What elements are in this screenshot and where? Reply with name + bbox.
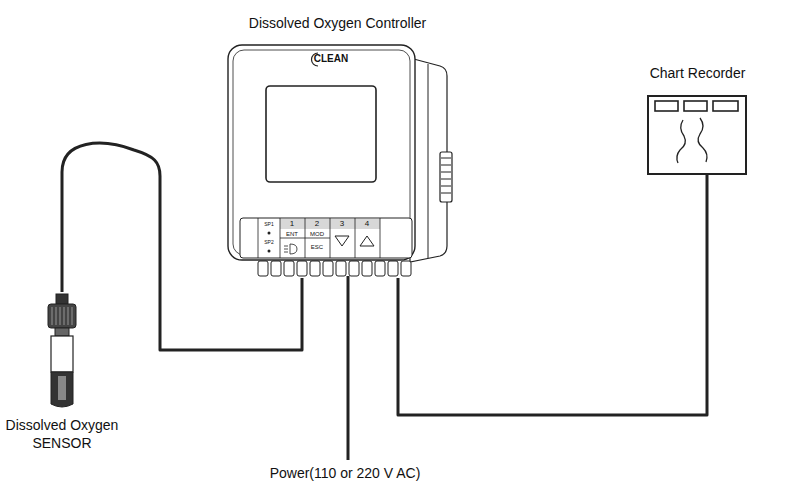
terminal-block	[323, 261, 333, 276]
chart-trace	[698, 118, 707, 162]
housing-edge	[428, 64, 429, 258]
key-number: 3	[340, 220, 344, 228]
terminal-block	[310, 261, 320, 276]
knurling	[68, 307, 69, 325]
power-label: Power(110 or 220 V AC)	[270, 466, 421, 480]
key-dividers	[258, 218, 380, 258]
key-number: 1	[290, 220, 294, 228]
down-key	[335, 236, 349, 246]
chart-trace	[677, 120, 685, 163]
recorder-window	[684, 101, 707, 111]
recorder-window	[713, 101, 738, 111]
led-label: SP2	[264, 240, 273, 245]
key-label: ENT	[286, 231, 298, 237]
sensor-membrane	[58, 376, 66, 400]
sensor-neck	[55, 328, 69, 336]
terminal-block	[362, 261, 372, 276]
connector-ridge	[441, 172, 451, 173]
key-number: 2	[315, 220, 319, 228]
sensor-connector	[48, 304, 76, 328]
terminal-block	[297, 261, 307, 276]
controller-node: Dissolved Oxygen Controller	[220, 8, 455, 278]
terminal-block	[284, 261, 294, 276]
key-label: ESC	[311, 244, 323, 250]
cable	[62, 143, 302, 350]
led-dot	[268, 232, 271, 235]
key-label: MOD	[310, 231, 324, 237]
recorder-body	[648, 96, 746, 174]
light-icon	[284, 244, 297, 254]
terminal-block	[271, 261, 281, 276]
recorder-node: Chart Recorder	[640, 62, 755, 175]
knurling	[56, 307, 57, 325]
cable	[398, 175, 707, 415]
sensor-body	[51, 336, 73, 372]
knurling	[64, 307, 65, 325]
connector-ridge	[441, 179, 451, 180]
knurling	[52, 307, 53, 325]
sensor-tip	[51, 372, 73, 407]
terminal-block	[401, 261, 411, 276]
connector-ridge	[441, 193, 451, 194]
node-label: Dissolved Oxygen Controller	[220, 14, 455, 32]
knurling	[72, 307, 73, 325]
controller-front	[228, 45, 415, 260]
terminal-block	[258, 261, 268, 276]
brand-logo: CLEAN	[314, 54, 348, 64]
sensor-node: Dissolved Oxygen SENSOR	[0, 292, 124, 452]
connector-ridge	[441, 158, 451, 159]
terminal-block	[349, 261, 359, 276]
recorder-window	[655, 101, 678, 111]
led-label: SP1	[264, 222, 273, 227]
display-screen	[266, 86, 376, 182]
power-wire	[347, 276, 350, 460]
up-key	[360, 236, 374, 246]
knurling	[60, 307, 61, 325]
keypad-panel	[240, 218, 412, 258]
terminal-block	[336, 261, 346, 276]
connector-ridge	[441, 186, 451, 187]
terminal-block	[375, 261, 385, 276]
terminal-block	[388, 261, 398, 276]
sensor-cap	[56, 294, 68, 304]
led-dot	[268, 250, 271, 253]
connector-ridge	[441, 165, 451, 166]
node-label: Chart Recorder	[640, 64, 755, 82]
node-label: Dissolved Oxygen SENSOR	[0, 416, 124, 452]
side-connector	[440, 152, 452, 202]
key-number: 4	[365, 220, 369, 228]
